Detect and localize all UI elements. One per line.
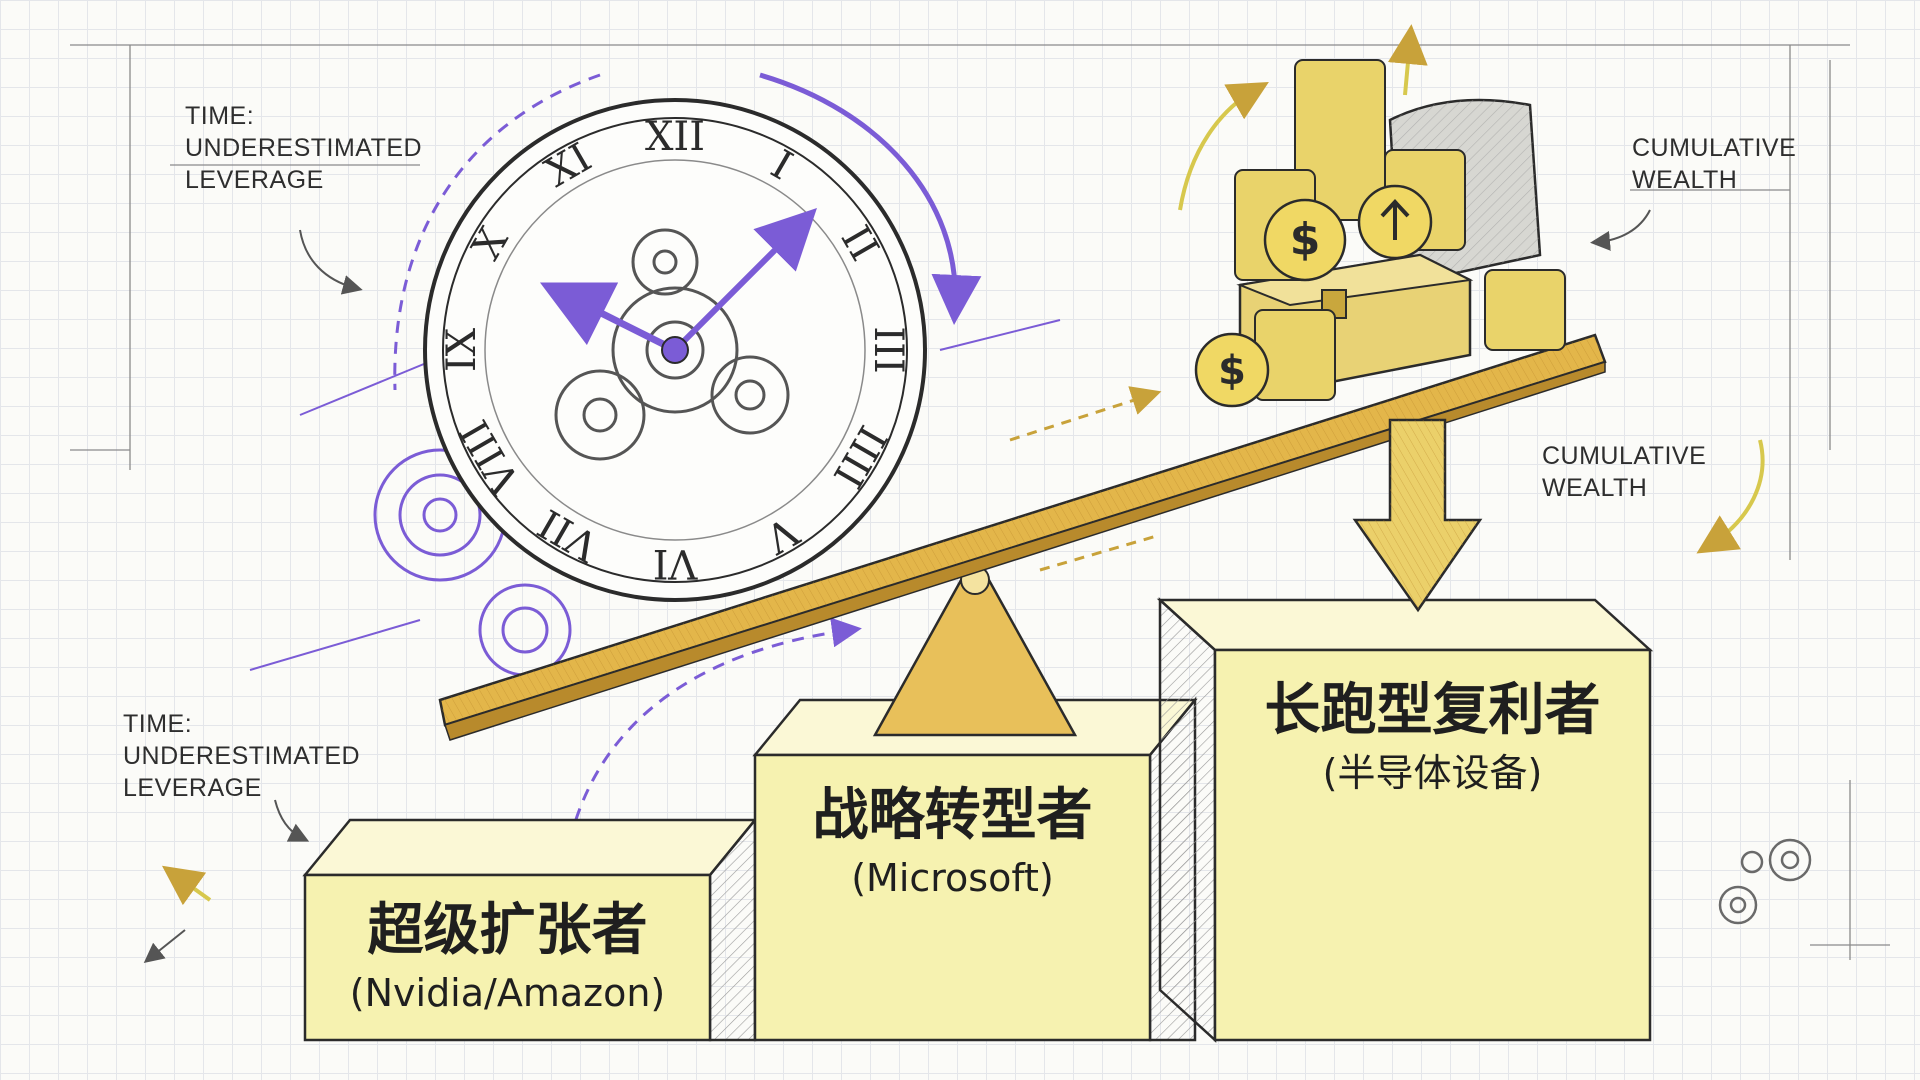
box-left [302,816,758,1042]
frame-lines [70,44,1890,960]
curved-arrow-icon [759,72,982,325]
clock-numeral: VI [653,540,699,586]
svg-text:$: $ [1290,214,1321,265]
annotation-time-top: TIME: UNDERESTIMATED LEVERAGE [185,102,423,194]
annotation-arrows [143,209,1651,963]
annotation-time-bottom: TIME: UNDERESTIMATED LEVERAGE [123,710,361,802]
box-label-middle: 战略转型者 (Microsoft) [755,780,1150,904]
annotation-wealth-top: CUMULATIVE WEALTH [1632,134,1797,194]
box-middle [752,696,1198,1042]
clock-numeral: IX [439,327,485,372]
svg-text:$: $ [1218,348,1246,394]
seesaw-plank [438,333,1607,741]
annotation-wealth-mid: CUMULATIVE WEALTH [1542,442,1707,502]
curved-arrow-icon [161,24,1765,906]
box-subtitle-right: (半导体设备) [1322,751,1543,795]
curved-arrow-icon [393,73,862,841]
trend-arrows [1009,386,1162,572]
fulcrum [872,552,1078,737]
clock-numeral: III [865,326,911,373]
box-subtitle-left: (Nvidia/Amazon) [349,971,666,1015]
gear-icon [554,228,790,461]
box-right [1156,597,1654,1043]
box-title-right: 长跑型复利者 [1264,678,1601,743]
box-label-right: 长跑型复利者 (半导体设备) [1215,675,1650,799]
box-title-left: 超级扩张者 [367,898,648,963]
gear-icon [1718,838,1812,925]
clock-numeral: XII [645,114,705,160]
box-title-middle: 战略转型者 [812,783,1093,848]
box-label-left: 超级扩张者 (Nvidia/Amazon) [305,895,710,1019]
gear-icon [373,448,572,677]
dollar-coin-icon: $ $ [1194,184,1433,408]
box-subtitle-middle: (Microsoft) [851,856,1054,900]
